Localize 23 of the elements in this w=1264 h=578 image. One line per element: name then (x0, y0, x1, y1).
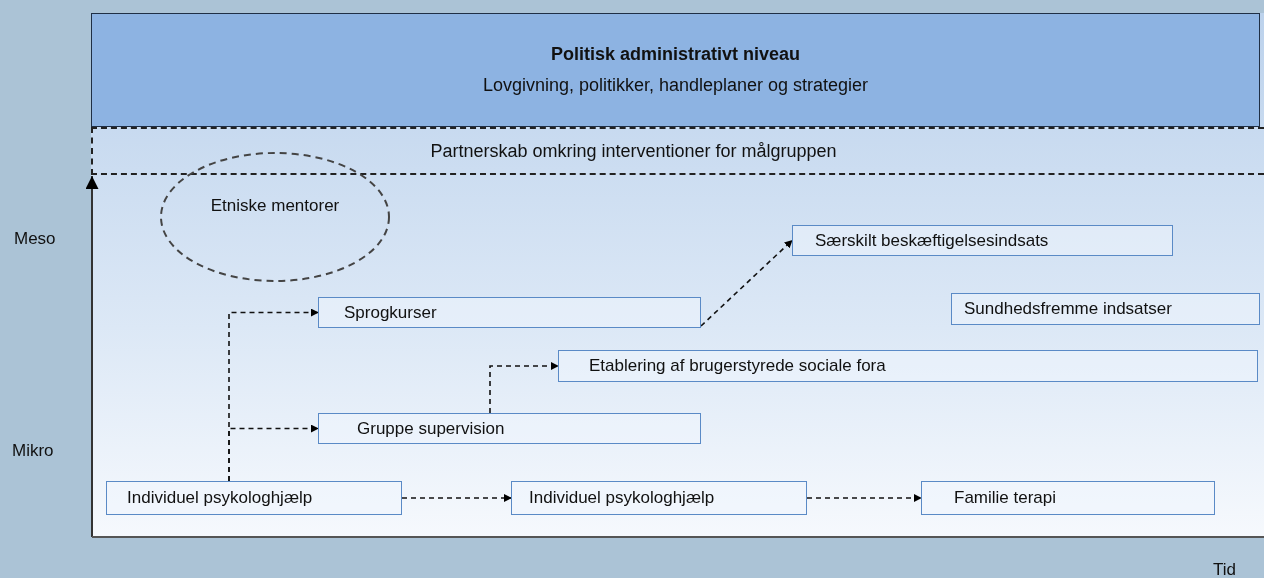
intervention-box: Gruppe supervision (318, 413, 701, 444)
band-subtitle: Lovgivning, politikker, handleplaner og strategier (482, 75, 869, 96)
intervention-box: Individuel psykologhjælp (106, 481, 402, 515)
ellipse-label: Etniske mentorer (210, 196, 340, 216)
intervention-box: Etablering af brugerstyrede sociale fora (558, 350, 1258, 382)
intervention-box: Særskilt beskæftigelsesindsats (792, 225, 1173, 256)
arrow (806, 494, 922, 502)
band-heading: Politisk administrativt niveau (550, 44, 801, 65)
intervention-box: Sprogkurser (318, 297, 701, 328)
intervention-box: Individuel psykologhjælp (511, 481, 807, 515)
arrow (700, 239, 793, 327)
level-label: Meso (14, 229, 56, 249)
dashed-ellipse (160, 152, 390, 282)
level-band (91, 13, 1260, 127)
arrow (489, 362, 559, 414)
partnership-band (91, 127, 1264, 175)
arrow (401, 494, 512, 502)
intervention-box: Sundhedsfremme indsatser (951, 293, 1260, 325)
intervention-box: Familie terapi (921, 481, 1215, 515)
band-label: Partnerskab omkring interventioner for målgruppen (430, 140, 837, 162)
axis-label: Tid (1213, 560, 1236, 578)
level-label: Mikro (12, 441, 54, 461)
arrow (228, 424, 319, 482)
